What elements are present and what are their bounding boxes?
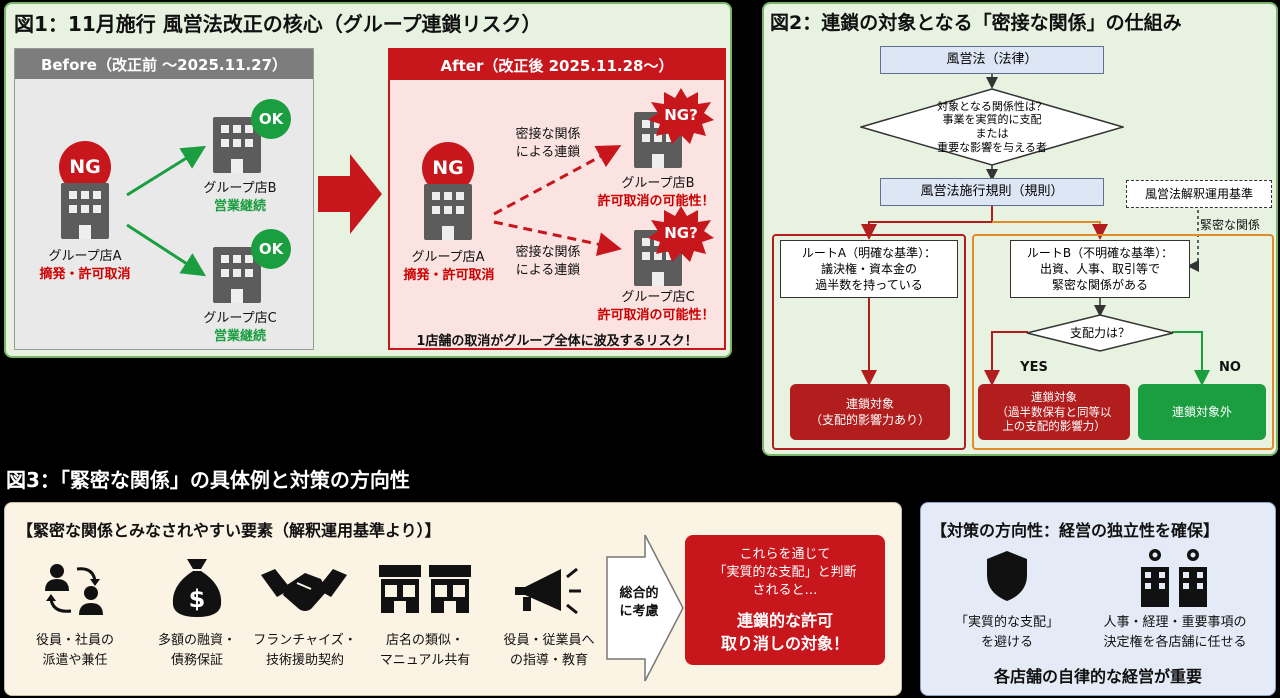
control-diamond bbox=[1026, 314, 1174, 352]
yes-label: YES bbox=[1020, 360, 1048, 375]
decision-diamond bbox=[860, 88, 1124, 166]
ok-badge: OK bbox=[251, 99, 291, 139]
consider-label: 総合的 に考慮 bbox=[619, 586, 659, 619]
fig2-title: 図2：連鎖の対象となる「密接な関係」の仕組み bbox=[770, 12, 1182, 34]
buildings-gears-icon bbox=[1141, 549, 1207, 607]
no-label: NO bbox=[1219, 360, 1241, 375]
after-header: After（改正後 2025.11.28〜） bbox=[390, 50, 724, 80]
connector bbox=[861, 206, 993, 240]
store-a-status: 摘発・許可取消 bbox=[39, 267, 131, 282]
fig1-title: 図1：11月施行 風営法改正の核心（グループ連鎖リスク） bbox=[14, 12, 542, 36]
store-b-status: 許可取消の可能性！ bbox=[597, 194, 715, 209]
guideline-connector bbox=[1187, 210, 1199, 272]
measures-header: 【対策の方向性：経営の独立性を確保】 bbox=[931, 521, 1220, 540]
store-a-name: グループ店A bbox=[411, 250, 485, 265]
handshake-icon bbox=[261, 569, 347, 611]
store-c-name: グループ店C bbox=[621, 290, 695, 305]
store-b-name: グループ店B bbox=[621, 176, 695, 191]
store-b-status: 営業継続 bbox=[213, 199, 266, 214]
connector bbox=[984, 331, 1028, 386]
svg-text:$: $ bbox=[189, 585, 206, 613]
control-text: 支配力は？ bbox=[1069, 325, 1130, 340]
route-b-box: ルートB（不明確な基準）： 出資、人事、取引等で 緊密な関係がある bbox=[1010, 240, 1190, 298]
fig1-panel: 図1：11月施行 風営法改正の核心（グループ連鎖リスク） Before（改正前 … bbox=[4, 2, 732, 358]
item-label: 役員・従業員へ の指導・教育 bbox=[503, 633, 595, 668]
fig2-panel: 図2：連鎖の対象となる「密接な関係」の仕組み 風営法（法律） 対象となる関係性は… bbox=[762, 2, 1278, 456]
item-label: 役員・社員の 派遣や兼任 bbox=[35, 633, 114, 668]
building-icon bbox=[424, 184, 472, 240]
connector bbox=[992, 221, 1108, 240]
fig3-elements-panel: 【緊密な関係とみなされやすい要素（解釈運用基準より）】 役員・社員の 派遣や兼任… bbox=[4, 502, 902, 696]
money-bag-icon: $ bbox=[172, 559, 222, 617]
elements-header: 【緊密な関係とみなされやすい要素（解釈運用基準より）】 bbox=[17, 521, 441, 540]
item-label: 店名の類似・ マニュアル共有 bbox=[379, 633, 471, 668]
fig2-connectors bbox=[861, 74, 1210, 386]
rules-box: 風営法施行規則（規則） bbox=[880, 178, 1104, 206]
store-c-status: 許可取消の可能性！ bbox=[597, 308, 715, 323]
after-footer: 1店舗の取消がグループ全体に波及するリスク！ bbox=[416, 334, 698, 349]
guideline-box: 風営法解釈運用基準 bbox=[1126, 180, 1272, 208]
measure-1-label: 「実質的な支配」 を避ける bbox=[954, 615, 1059, 650]
shield-icon bbox=[987, 551, 1027, 601]
chain-arrow-to-b bbox=[493, 145, 622, 216]
result-a-box: 連鎖対象 （支配的影響力あり） bbox=[790, 384, 950, 440]
storefront-icon bbox=[379, 565, 471, 613]
store-a-status: 摘発・許可取消 bbox=[403, 268, 495, 283]
after-section: After（改正後 2025.11.28〜） NG グループ店A 摘発・許可取消… bbox=[388, 48, 726, 350]
ng-question-badge: NG? bbox=[664, 106, 698, 124]
item-label: 多額の融資・ 債務保証 bbox=[157, 633, 236, 668]
building-icon bbox=[61, 183, 109, 239]
fig3-title: 図3：「緊密な関係」の具体例と対策の方向性 bbox=[6, 468, 410, 492]
arrow-to-b bbox=[126, 145, 207, 197]
route-a-region bbox=[772, 234, 966, 450]
law-box: 風営法（法律） bbox=[880, 46, 1104, 74]
ng-starburst-icon bbox=[648, 88, 714, 144]
consider-arrow-icon bbox=[606, 534, 684, 682]
measure-2-label: 人事・経理・重要事項の 決定権を各店舗に任せる bbox=[1103, 615, 1247, 650]
transition-arrow-icon bbox=[318, 154, 382, 234]
connector bbox=[1172, 331, 1210, 386]
ng-question-badge: NG? bbox=[664, 224, 698, 242]
ng-starburst-icon bbox=[648, 206, 714, 262]
route-a-box: ルートA（明確な基準）： 議決権・資本金の 過半数を持っている bbox=[780, 240, 958, 298]
after-arrows bbox=[493, 145, 622, 256]
ok-badge: OK bbox=[251, 229, 291, 269]
route-b-region bbox=[972, 234, 1274, 450]
fig3-measures-panel: 【対策の方向性：経営の独立性を確保】 「実質的な支配」 を避ける 人事・経理・重… bbox=[920, 502, 1276, 696]
result-no-box: 連鎖対象外 bbox=[1138, 384, 1266, 440]
arrow-to-c bbox=[126, 223, 207, 277]
conclusion-big: 連鎖的な許可 取り消しの対象！ bbox=[720, 610, 849, 653]
chain-label: 密接な関係 による連鎖 bbox=[515, 127, 581, 160]
decision-text: 対象となる関係性は？ 事業を実質的に支配 または 重要な影響を与える者 bbox=[937, 99, 1047, 154]
before-section: Before（改正前 〜2025.11.27） NG グループ店A 摘発・許可取… bbox=[14, 48, 314, 350]
chain-label: 密接な関係 による連鎖 bbox=[515, 245, 581, 278]
conclusion-box bbox=[685, 535, 885, 665]
before-arrows bbox=[126, 145, 207, 277]
store-b-name: グループ店B bbox=[203, 181, 277, 196]
measures-footer: 各店舗の自律的な経営が重要 bbox=[993, 667, 1202, 686]
item-label: フランチャイズ・ 技術援助契約 bbox=[253, 633, 357, 668]
before-header: Before（改正前 〜2025.11.27） bbox=[15, 49, 313, 79]
guideline-link-label: 緊密な関係 bbox=[1200, 218, 1261, 232]
store-a-name: グループ店A bbox=[48, 249, 122, 264]
result-b-box: 連鎖対象 （過半数保有と同等以 上の支配的影響力） bbox=[978, 384, 1130, 440]
conclusion-small: これらを通じて 「実質的な支配」と判断 されると… bbox=[713, 546, 857, 599]
store-c-status: 営業継続 bbox=[213, 329, 266, 344]
chain-arrow-to-c bbox=[493, 220, 622, 256]
people-exchange-icon bbox=[45, 564, 103, 615]
store-c-name: グループ店C bbox=[203, 311, 277, 326]
megaphone-icon bbox=[515, 567, 581, 615]
